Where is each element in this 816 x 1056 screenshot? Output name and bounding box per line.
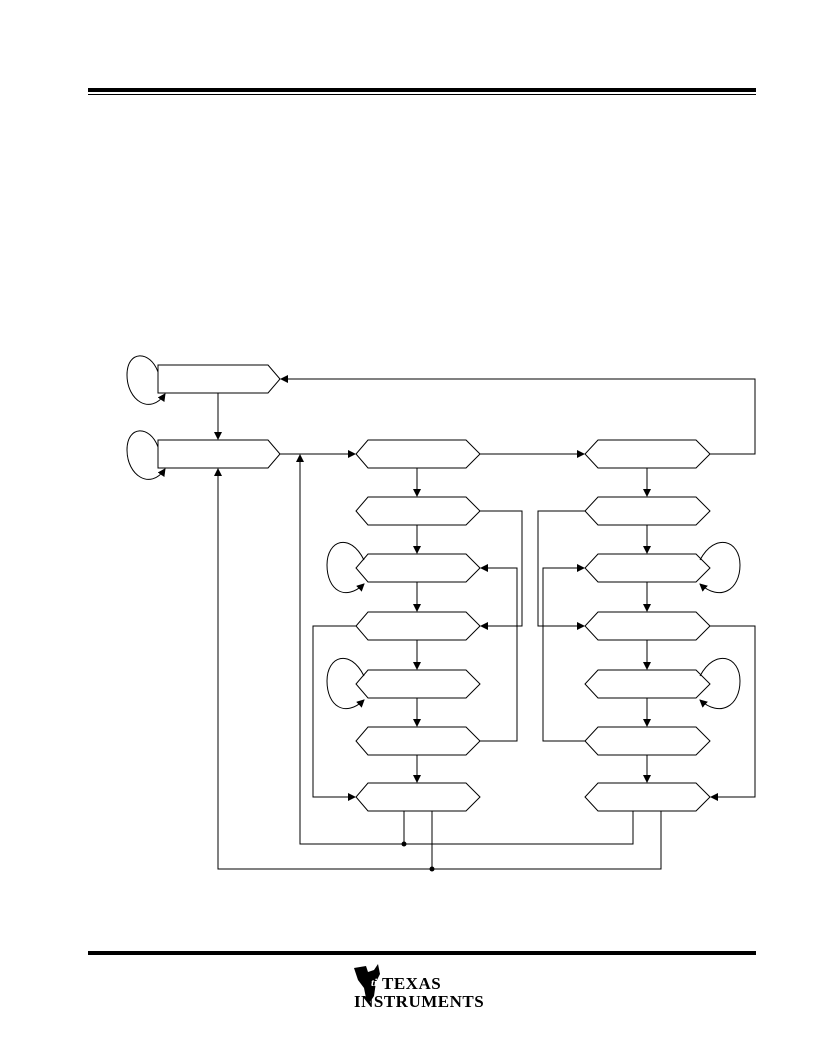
branch-r4-r7: [710, 625, 756, 801]
state-box-l7: [355, 782, 481, 812]
branch-r6-r3: [542, 564, 585, 742]
ti-logo-icon: ti: [354, 964, 380, 1002]
return-r7-b: [432, 811, 662, 870]
header-rule: [88, 88, 756, 92]
arrow-r1-s1: [280, 375, 756, 455]
ti-logo-text: TEXAS INSTRUMENTS: [354, 974, 484, 1011]
state-box-l3: [355, 553, 481, 583]
branch-l6-l3: [480, 564, 518, 742]
state-box-r3: [584, 553, 711, 583]
header-rule-thin: [88, 94, 756, 95]
state-box-s2: [157, 439, 281, 469]
return-to-s2: [214, 468, 433, 870]
self-loop-r3: [699, 541, 741, 594]
self-loop-l5: [326, 657, 365, 710]
state-box-l4: [355, 611, 481, 641]
state-box-l5: [355, 669, 481, 699]
state-box-r7: [584, 782, 711, 812]
branch-l4-l7: [312, 625, 356, 801]
return-r7-a: [404, 811, 634, 845]
state-box-r5: [584, 669, 711, 699]
junction-dot-lower: [429, 866, 435, 872]
state-box-l2: [355, 496, 481, 526]
junction-dot-upper: [401, 841, 407, 847]
return-to-l1-input: [296, 454, 405, 845]
self-loop-s2: [126, 430, 166, 480]
state-box-r6: [584, 726, 711, 756]
logo-line2: INSTRUMENTS: [354, 992, 485, 1011]
state-box-l6: [355, 726, 481, 756]
branch-r2-r4: [537, 510, 585, 630]
self-loop-l3: [326, 541, 365, 594]
self-loop-r5: [699, 657, 741, 710]
self-loop-s1: [126, 355, 166, 405]
state-box-s1: [157, 364, 281, 394]
footer-rule: [88, 951, 756, 955]
svg-text:ti: ti: [371, 977, 378, 989]
logo-line1: TEXAS: [382, 974, 442, 993]
state-box-r4: [584, 611, 711, 641]
state-box-r2: [584, 496, 711, 526]
state-box-r1: [584, 439, 711, 469]
state-box-l1: [355, 439, 481, 469]
branch-l2-l4: [480, 510, 523, 630]
